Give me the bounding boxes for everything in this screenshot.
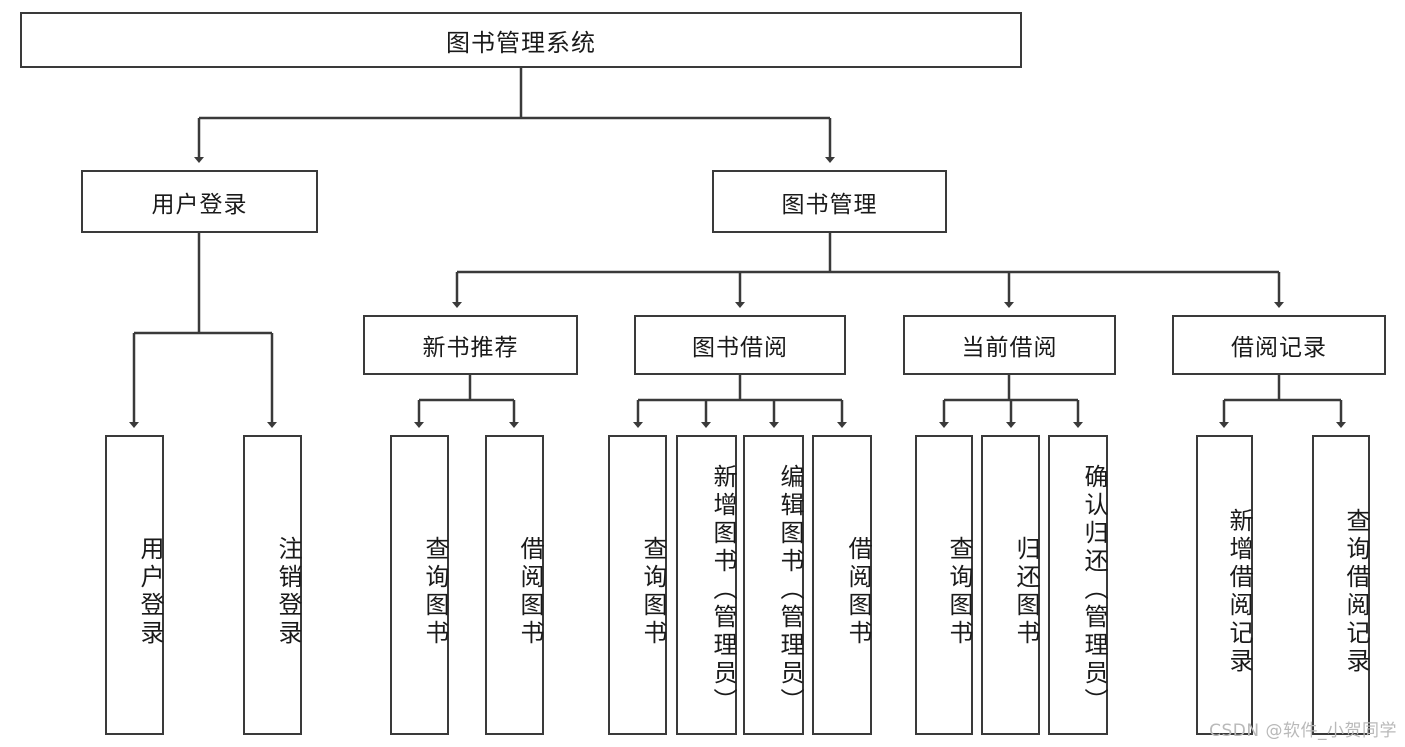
node-book-borrow[interactable]: 图书借阅 bbox=[634, 315, 846, 375]
node-borrow-record[interactable]: 借阅记录 bbox=[1172, 315, 1386, 375]
leaf-current-confirm-return-admin[interactable]: 确认归还（管理员） bbox=[1048, 435, 1108, 735]
leaf-recommend-borrow-book[interactable]: 借阅图书 bbox=[485, 435, 544, 735]
node-root-system[interactable]: 图书管理系统 bbox=[20, 12, 1022, 68]
leaf-record-query-borrow-record[interactable]: 查询借阅记录 bbox=[1312, 435, 1370, 735]
leaf-user-logout[interactable]: 注销登录 bbox=[243, 435, 302, 735]
node-user-login[interactable]: 用户登录 bbox=[81, 170, 318, 233]
leaf-borrow-borrow-book[interactable]: 借阅图书 bbox=[812, 435, 872, 735]
node-book-management[interactable]: 图书管理 bbox=[712, 170, 947, 233]
node-current-borrow[interactable]: 当前借阅 bbox=[903, 315, 1116, 375]
leaf-borrow-query-book[interactable]: 查询图书 bbox=[608, 435, 667, 735]
leaf-current-query-book[interactable]: 查询图书 bbox=[915, 435, 973, 735]
leaf-current-return-book[interactable]: 归还图书 bbox=[981, 435, 1040, 735]
node-new-book-recommend[interactable]: 新书推荐 bbox=[363, 315, 578, 375]
leaf-record-add-borrow-record[interactable]: 新增借阅记录 bbox=[1196, 435, 1253, 735]
csdn-watermark: CSDN @软件_小贺同学 bbox=[1209, 721, 1397, 741]
leaf-borrow-add-book-admin[interactable]: 新增图书（管理员） bbox=[676, 435, 737, 735]
leaf-user-login[interactable]: 用户登录 bbox=[105, 435, 164, 735]
leaf-borrow-edit-book-admin[interactable]: 编辑图书（管理员） bbox=[743, 435, 804, 735]
leaf-recommend-query-book[interactable]: 查询图书 bbox=[390, 435, 449, 735]
